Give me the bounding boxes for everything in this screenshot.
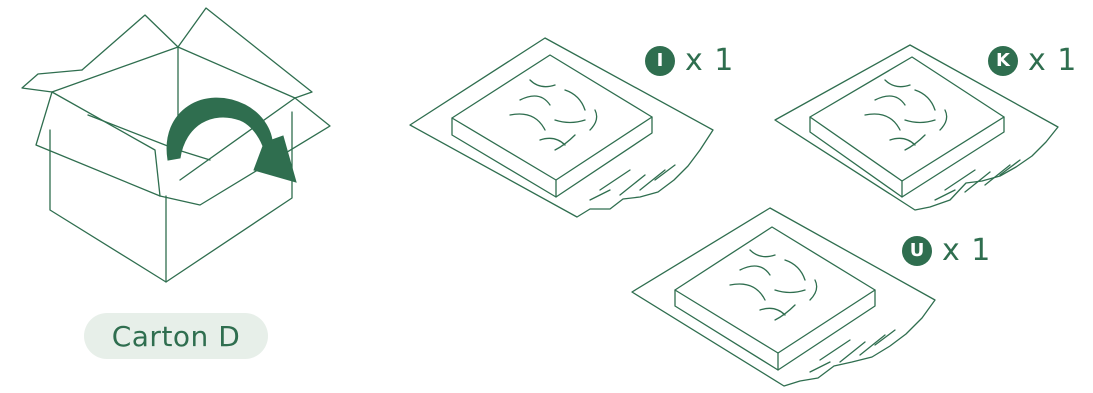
item-quantity-u: U x 1 — [902, 233, 991, 268]
item-letter-badge: U — [902, 236, 932, 266]
item-letter-badge: K — [988, 46, 1018, 76]
item-quantity-k: K x 1 — [988, 43, 1077, 78]
item-quantity-text: x 1 — [685, 43, 734, 78]
item-letter-badge: I — [645, 46, 675, 76]
item-quantity-text: x 1 — [942, 233, 991, 268]
packaged-panel-icon — [632, 208, 935, 386]
carton-label-pill: Carton D — [84, 313, 268, 359]
item-quantity-i: I x 1 — [645, 43, 734, 78]
item-quantity-text: x 1 — [1028, 43, 1077, 78]
carton-label: Carton D — [112, 320, 241, 353]
